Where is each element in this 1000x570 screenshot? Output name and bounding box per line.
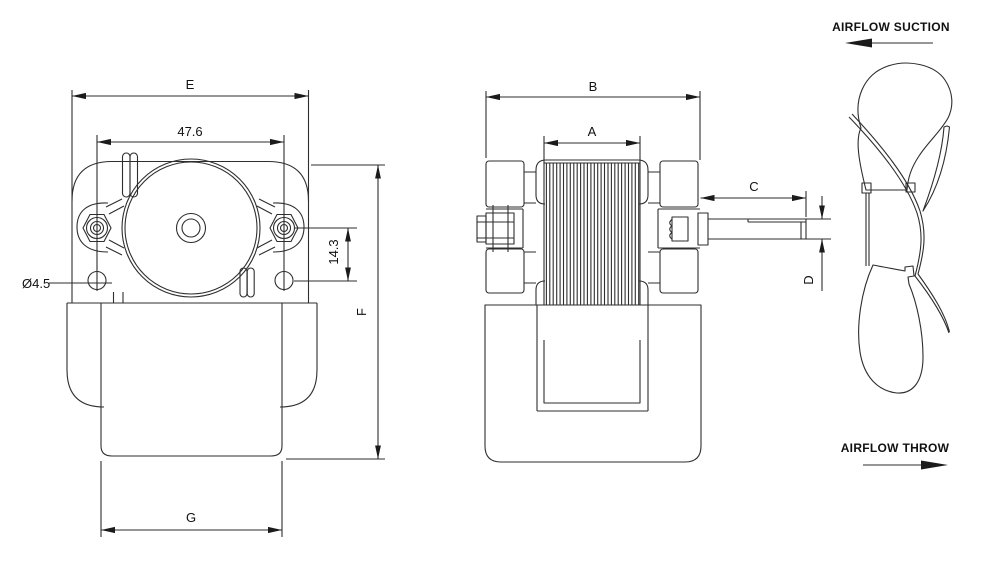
bobbin-flange-bottom [535,280,649,305]
dim-label-g: G [186,510,196,525]
spring-washer-squiggle [669,219,673,240]
side-lower-bracket [484,304,702,463]
rotor-bell-outer [121,158,261,298]
spring-washer [671,216,689,242]
bolt-facets [492,205,509,252]
dim-g-arrow-left [101,526,115,534]
stator-hatch [545,163,640,305]
bearing-boss [697,212,709,246]
mount-ear-right [272,202,305,253]
front-body-top [71,160,310,202]
dim-label-476: 47.6 [177,124,202,139]
dim-b-arrow-right [686,93,700,101]
dim-label-d: D [801,275,816,284]
dim-label-dia45: Ø4.5 [22,276,50,291]
fan-blade-lower [858,264,924,394]
shaft [708,218,807,240]
dim-476-arrow-left [97,138,111,146]
dim-d-refs [806,218,831,240]
airflow-throw-label: AIRFLOW THROW [841,441,950,455]
airflow-suction-label: AIRFLOW SUCTION [832,20,950,34]
mount-ear-left [76,202,109,253]
fan-blade-edge-sliver [922,125,951,212]
mount-nut-left [82,213,112,243]
side-bracket-window [536,305,649,412]
dim-d-arrow-bottom [819,239,825,253]
end-cap-bottom-left [485,248,525,294]
dim-label-e: E [186,77,195,92]
front-lower-box [100,303,283,457]
dim-143-arrow-bottom [345,267,351,281]
dim-143-refs [294,227,357,282]
vent-slot-top-1 [121,152,131,198]
dim-e-arrow-left [72,92,86,100]
bolt-boss [485,212,515,245]
fan-hub-lines [865,193,870,266]
end-cap-top-left [485,160,525,208]
dim-143-arrow-top [345,228,351,242]
dim-label-b: B [589,79,598,94]
vent-slot-top-2 [129,152,139,198]
front-shroud-right [279,303,318,408]
rotor-bell-inner [124,161,258,295]
front-shroud-left [66,303,105,408]
dim-a-arrow-right [626,139,640,147]
hub-left-lines [486,208,524,249]
dim-476-arrow-right [270,138,284,146]
mount-ear-left-tabs [105,198,125,256]
cap-flange-connectors [524,171,660,284]
dim-a-arrow-left [544,139,558,147]
stator-stack-sides [543,136,641,305]
dim-g-ext [100,461,283,537]
airflow-suction-arrow-head [845,38,872,48]
dim-f-arrow-bottom [375,445,381,459]
side-view: B A C D [476,79,831,463]
dim-label-143: 14.3 [326,239,341,264]
fan-hub-notch-left [861,182,872,194]
dim-f-refs [286,164,385,460]
bobbin-flange-top [535,159,649,205]
dim-label-a: A [588,124,597,139]
dim-b-ext [485,91,701,160]
dim-e-arrow-right [294,92,309,100]
shaft-boss-inner [181,218,201,238]
fan-hub-notch-right [905,182,916,193]
dim-d-arrow-top [819,205,825,219]
fan-blade-upper [857,62,953,191]
mount-ear-right-tabs [256,198,276,256]
front-bottom-ticks [112,292,124,303]
dim-label-f: F [354,308,369,316]
impeller-view: AIRFLOW SUCTION AIRFLOW THROW [832,20,953,470]
dim-g-arrow-right [268,526,282,534]
shaft-boss-outer [175,212,207,244]
dim-c-arrow-right [792,194,806,202]
fan-blade-edge-on [848,113,951,334]
dim-b-arrow-left [486,93,500,101]
vent-slot-bottom-2 [246,267,255,298]
front-view: E 47.6 14.3 Ø4.5 F G [22,77,385,537]
side-bracket-recess [543,340,641,404]
dim-f-arrow-top [375,165,381,179]
hub-right-lines [657,208,700,249]
dim-476-ext [96,135,285,291]
airflow-throw-arrow-head [921,460,948,470]
end-cap-top-right [659,160,699,208]
dim-c-arrow-left [700,194,715,202]
dim-label-c: C [749,179,758,194]
end-cap-bottom-right [659,248,699,294]
